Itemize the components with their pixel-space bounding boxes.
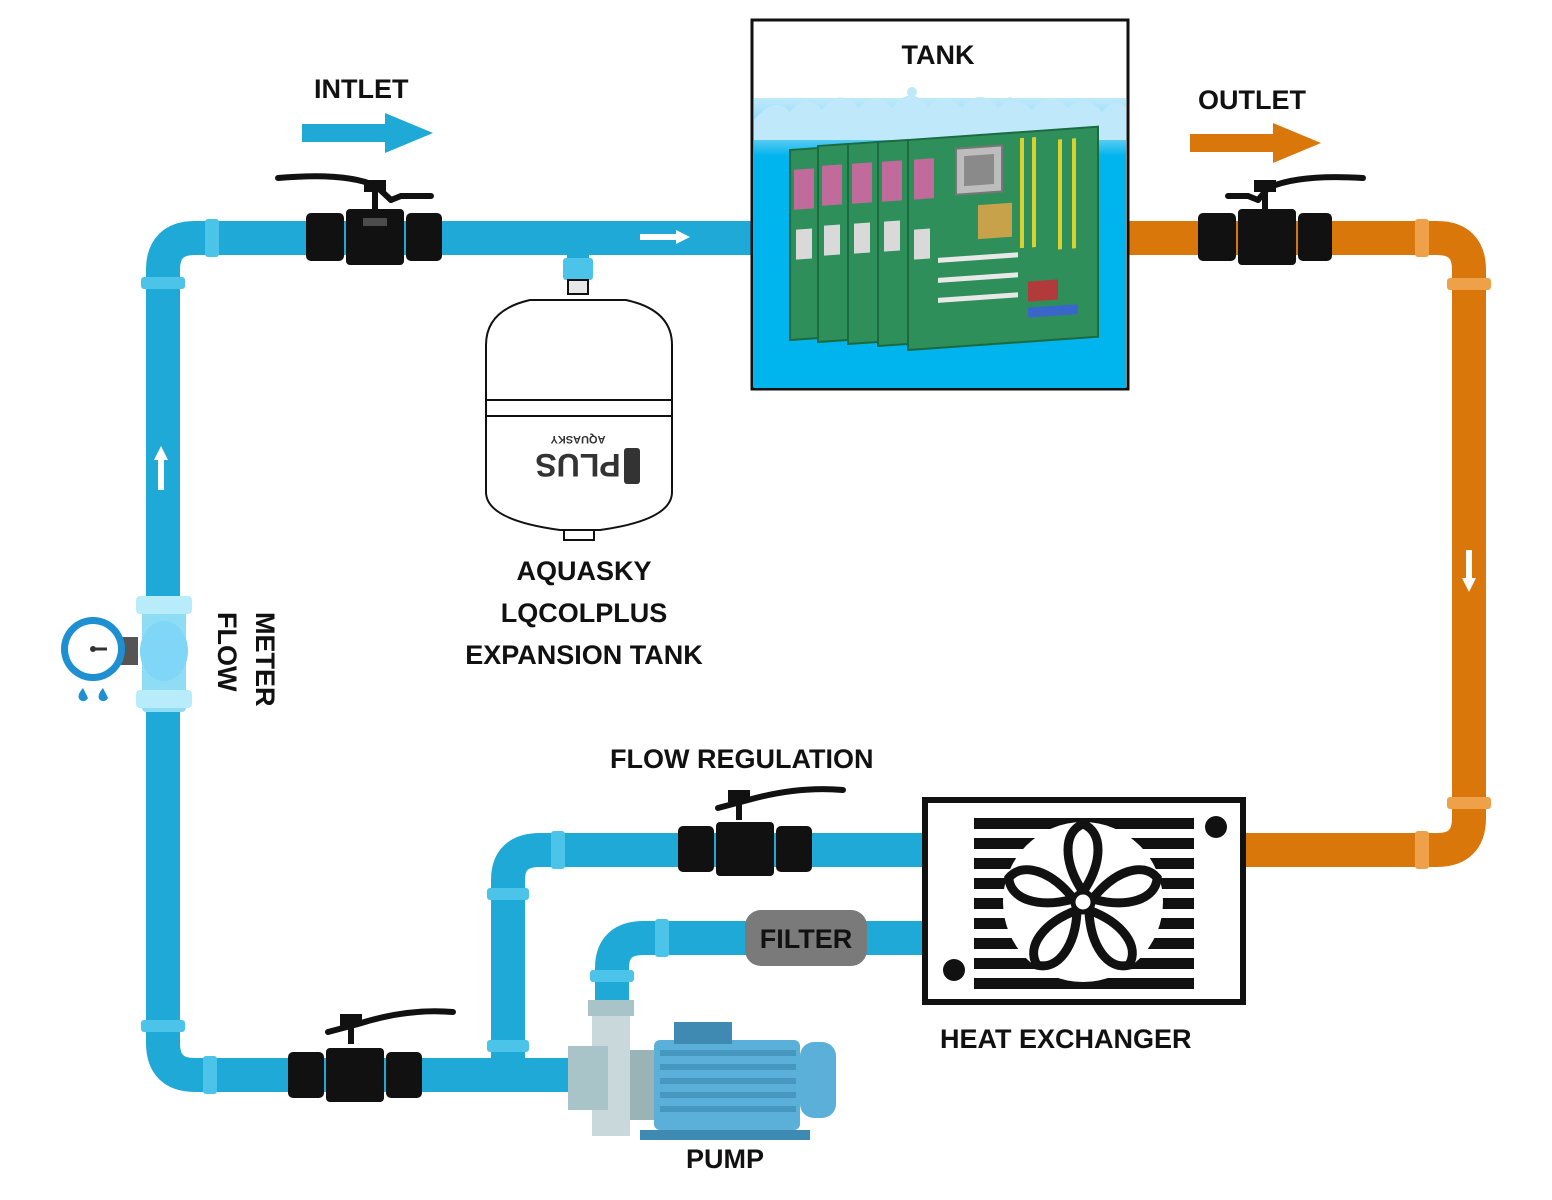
water-drop-icon [78, 688, 88, 702]
cold-pipe-joints [141, 219, 669, 1094]
filter: FILTER [745, 910, 867, 966]
valve-icon [275, 173, 442, 265]
hot-pipes [1128, 221, 1486, 867]
hot-pipe-outlet-loop [1128, 221, 1486, 867]
fan-icon [1003, 819, 1163, 982]
outlet-arrow-icon [1190, 123, 1321, 163]
heat-exchanger [922, 797, 1246, 1005]
cold-pipe-filter-branch [595, 921, 925, 1005]
expansion-tank-label-line3: EXPANSION TANK [465, 640, 703, 670]
flow-meter-label: FLOW METER [212, 612, 280, 707]
pressure-gauge-icon [61, 617, 125, 681]
intlet-arrow-icon [302, 113, 433, 153]
water-drop-icon [98, 688, 108, 702]
cold-pipe-regulation-branch [491, 833, 925, 1075]
valve-icon [678, 786, 846, 876]
svg-text:PLUS: PLUS [535, 447, 620, 483]
expansion-tank-label-line1: AQUASKY [516, 556, 652, 586]
svg-text:METER: METER [250, 612, 280, 707]
valve-icon [1198, 174, 1366, 265]
flow-arrow-icon [154, 230, 1476, 592]
hot-pipe-joints [1415, 219, 1491, 869]
intlet-label: INTLET [314, 74, 409, 104]
aquasky-plus-logo: PLUS AQUASKY [535, 433, 640, 484]
expansion-tank-label-line2: LQCOLPLUS [500, 598, 668, 628]
pump-icon [568, 1000, 836, 1140]
expansion-tank: PLUS AQUASKY [485, 279, 673, 541]
valve-icon [288, 1008, 456, 1102]
svg-text:AQUASKY: AQUASKY [550, 433, 606, 445]
circuit-board-icon [789, 125, 1099, 352]
tank-label: TANK [902, 40, 975, 70]
filter-label: FILTER [760, 924, 852, 954]
pump-label: PUMP [686, 1144, 765, 1174]
tank: TANK [750, 18, 1130, 391]
outlet-label: OUTLET [1198, 85, 1306, 115]
flow-meter [61, 596, 192, 712]
heat-exchanger-label: HEAT EXCHANGER [940, 1024, 1192, 1054]
svg-text:FLOW: FLOW [212, 612, 242, 692]
flow-regulation-label: FLOW REGULATION [610, 744, 874, 774]
